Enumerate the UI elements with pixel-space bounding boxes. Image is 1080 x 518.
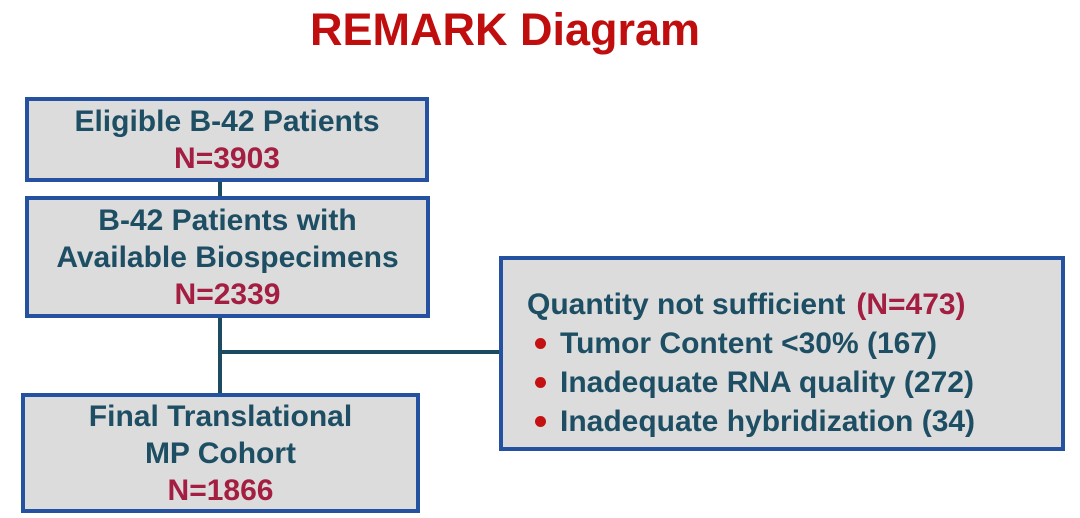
exclusion-bullet-label: Inadequate RNA quality (272): [560, 366, 974, 399]
flow-box-available-biospecimens: B-42 Patients with Available Biospecimen…: [25, 196, 430, 318]
flow-box-final-mp-cohort: Final Translational MP Cohort N=1866: [21, 393, 420, 513]
flow-box-label: Final Translational: [88, 399, 353, 433]
flow-box-count: N=2339: [174, 277, 281, 311]
flow-box-count: N=1866: [167, 473, 274, 507]
diagram-title: REMARK Diagram: [309, 4, 701, 55]
flow-box-count: N=3903: [174, 141, 280, 175]
exclusion-bullet-label: Inadequate hybridization (34): [560, 405, 976, 438]
bullet-dot-icon: [535, 377, 546, 388]
exclusion-bullet-item: Inadequate RNA quality (272): [527, 363, 1051, 402]
exclusion-box: Quantity not sufficient (N=473) Tumor Co…: [499, 256, 1065, 451]
exclusion-bullet-label: Tumor Content <30% (167): [560, 327, 938, 360]
flow-box-label: MP Cohort: [144, 436, 297, 470]
exclusion-bullet-item: Tumor Content <30% (167): [527, 324, 1051, 363]
flow-box-label: Available Biospecimens: [56, 240, 399, 274]
flow-box-eligible-patients: Eligible B-42 Patients N=3903: [25, 97, 429, 182]
bullet-dot-icon: [535, 338, 546, 349]
connector-branch-to-exclusion: [218, 350, 503, 354]
exclusion-heading-row: Quantity not sufficient (N=473): [527, 285, 1051, 324]
flow-box-label: Eligible B-42 Patients: [74, 104, 380, 138]
flow-box-label: B-42 Patients with: [98, 203, 357, 237]
connector-eligible-to-biospecimens: [218, 182, 222, 197]
connector-biospecimens-to-final: [218, 318, 222, 394]
exclusion-bullet-item: Inadequate hybridization (34): [527, 402, 1051, 441]
exclusion-heading: Quantity not sufficient: [527, 288, 846, 321]
exclusion-count: (N=473): [856, 288, 966, 321]
bullet-dot-icon: [535, 416, 546, 427]
